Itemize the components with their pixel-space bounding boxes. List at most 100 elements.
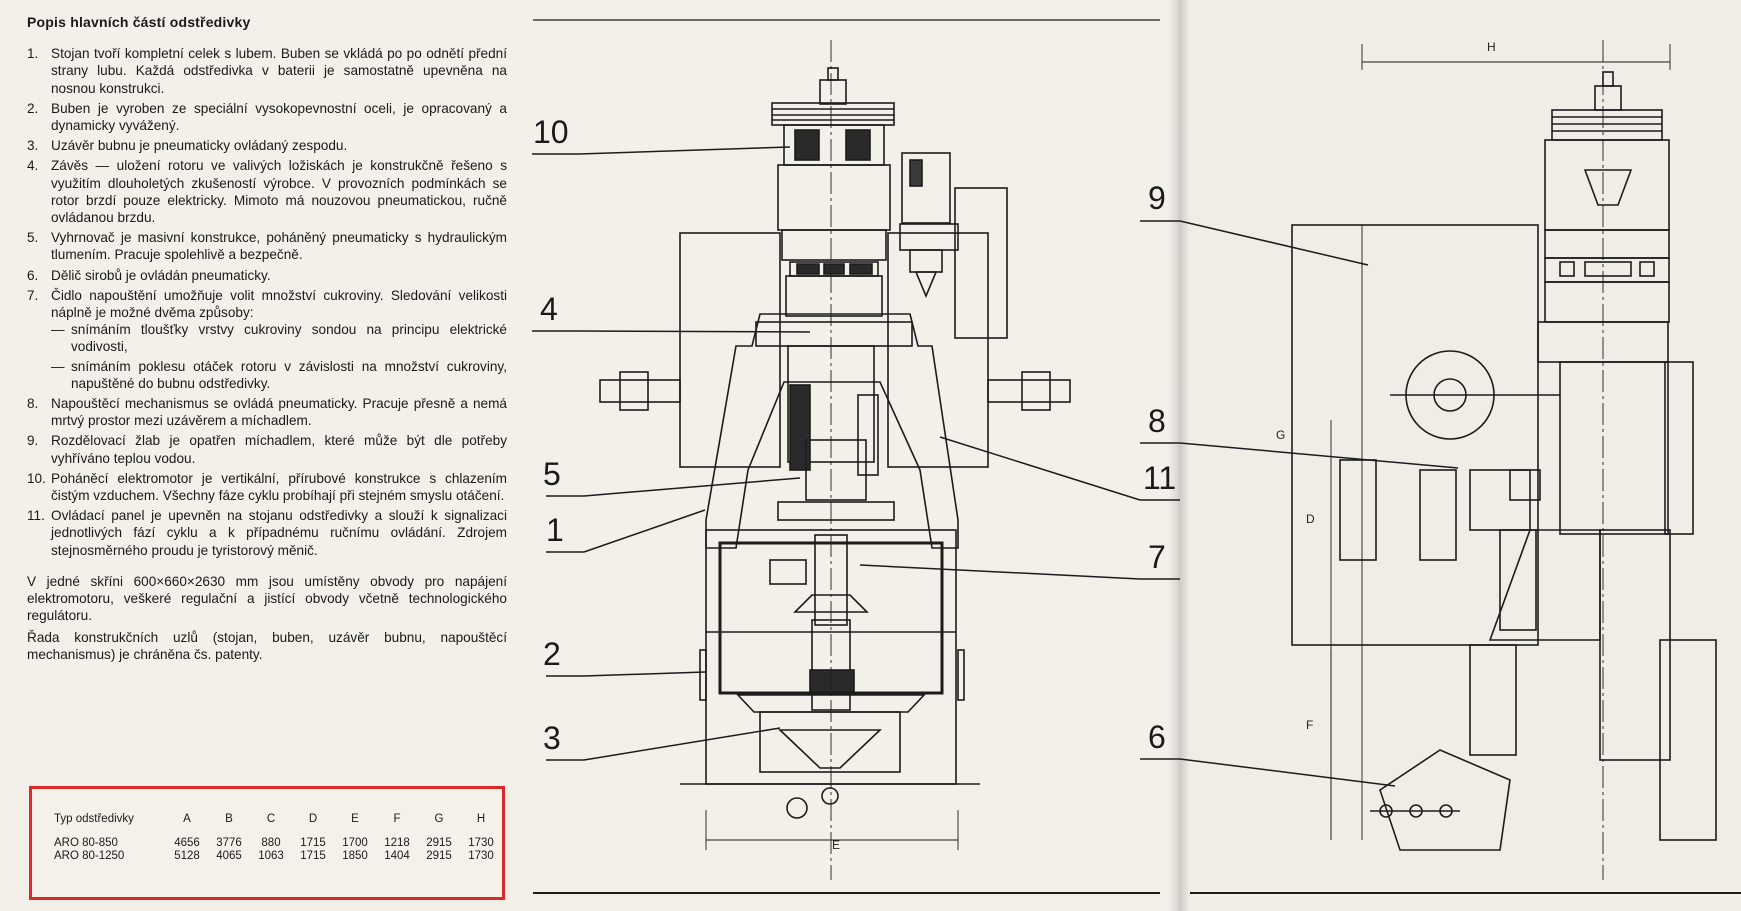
sub-item: —snímáním poklesu otáček rotoru v závisl… (51, 358, 507, 392)
description-column: Popis hlavních částí odstředivky 1. Stoja… (27, 14, 507, 663)
parts-list: 1. Stojan tvoří kompletní celek s lubem. … (27, 45, 507, 559)
part-text: Rozdělovací žlab je opatřen míchadlem, k… (51, 433, 507, 466)
part-number: 11. (27, 508, 45, 524)
part-number: 3. (27, 138, 39, 154)
part-text: Poháněcí elektromotor je vertikální, pří… (51, 470, 507, 504)
spec-cell: 5128 (174, 850, 200, 862)
side-lower-frame (1599, 529, 1671, 761)
spec-cell: 1850 (342, 850, 368, 862)
spec-header-row: Typ odstředivky A B C D E F G H (54, 813, 502, 837)
spec-cell: 1700 (342, 837, 368, 849)
callout-11: 11 (1143, 460, 1177, 496)
part-number: 1. (27, 46, 39, 62)
callout-1: 1 (546, 512, 564, 548)
casing-left (679, 232, 781, 468)
callout-6: 6 (1148, 719, 1166, 755)
syrup-separator (1379, 749, 1511, 851)
spec-header: A (183, 813, 191, 825)
patents-paragraph: Řada konstrukčních uzlů (stojan, buben, … (27, 629, 507, 662)
part-number: 6. (27, 267, 39, 283)
page-gutter (1168, 0, 1190, 911)
side-motor (1544, 139, 1670, 231)
part-number: 7. (27, 287, 39, 303)
sensing-methods-list: — snímáním tloušťky vrstvy cukroviny sond… (51, 321, 507, 392)
spec-cell: 1715 (300, 837, 326, 849)
side-casing (1291, 224, 1539, 646)
casing-right (887, 232, 989, 468)
part-text: Dělič sirobů je ovládán pneumaticky. (51, 267, 271, 283)
spec-cell: 2915 (426, 850, 452, 862)
dimension-label-d: D (1306, 512, 1315, 526)
dimension-label-f: F (1306, 718, 1314, 732)
motor-body (777, 164, 891, 231)
spec-cell: 1063 (258, 850, 284, 862)
dash-mark: — (51, 322, 65, 338)
spec-cell: 2915 (426, 837, 452, 849)
discharge-chute (1488, 529, 1601, 641)
front-view-centrifuge (599, 40, 1071, 880)
front-callout-leaders (532, 146, 811, 761)
sub-item: — snímáním tloušťky vrstvy cukroviny sond… (51, 321, 507, 355)
dimension-label-h: H (1487, 40, 1496, 54)
table-row: ARO 80-1250 5128 4065 1063 1715 1850 140… (54, 850, 502, 863)
part-text: Uzávěr bubnu je pneumaticky ovládaný zes… (51, 138, 348, 154)
part-item-3: 3. Uzávěr bubnu je pneumaticky ovládaný z… (27, 137, 507, 154)
side-frame-upper (1559, 361, 1669, 535)
spec-cell: 1715 (300, 850, 326, 862)
pneumatic-unit (901, 152, 951, 224)
part-text: Závěs — uložení rotoru ve valivých ložis… (51, 158, 507, 226)
spec-cell: 1404 (384, 850, 410, 862)
callout-7: 7 (1148, 539, 1166, 575)
main-frame (705, 313, 959, 549)
callout-10: 10 (533, 114, 569, 150)
callout-8: 8 (1148, 403, 1166, 439)
motor-cooling-fins (771, 102, 895, 126)
callout-3: 3 (543, 720, 561, 756)
part-text: Čidlo napouštění umožňuje volit množství… (51, 287, 507, 321)
part-number: 10. (27, 470, 46, 486)
part-item-8: 8. Napouštěcí mechanismus se ovládá pneum… (27, 395, 507, 429)
part-text: Napouštěcí mechanismus se ovládá pneumat… (51, 396, 507, 429)
spec-header: Typ odstředivky (54, 813, 134, 825)
spec-cell: 1730 (468, 837, 494, 849)
spec-cell: 880 (261, 837, 281, 849)
spec-cell: 1218 (384, 837, 410, 849)
sub-item-text: snímáním tloušťky vrstvy cukroviny sondo… (71, 322, 507, 355)
spec-cell: 4656 (174, 837, 200, 849)
part-item-10: 10. Poháněcí elektromotor je vertikální, … (27, 470, 507, 504)
dimension-label-e: E (832, 838, 841, 852)
dimension-label-g: G (1276, 428, 1286, 442)
spec-cell: 1730 (468, 850, 494, 862)
callout-4: 4 (540, 291, 558, 327)
spec-cell: ARO 80-850 (54, 837, 118, 849)
callout-9: 9 (1148, 180, 1166, 216)
part-item-11: 11. Ovládací panel je upevněn na stojanu … (27, 507, 507, 559)
callout-2: 2 (543, 636, 561, 672)
table-row: ARO 80-850 4656 3776 880 1715 1700 1218 … (54, 837, 502, 850)
part-number: 9. (27, 433, 39, 449)
part-item-4: 4.Závěs — uložení rotoru ve valivých lož… (27, 157, 507, 226)
dash-mark: — (51, 358, 65, 374)
spec-table-box: Typ odstředivky A B C D E F G H ARO 80-8… (29, 786, 505, 900)
spec-cell: 4065 (216, 850, 242, 862)
part-number: 5. (27, 230, 39, 246)
part-number: 8. (27, 396, 39, 412)
spec-header: G (434, 813, 444, 825)
control-cabinet-paragraph: V jedné skříni 600×660×2630 mm jsou umís… (27, 573, 507, 624)
spec-cell: ARO 80-1250 (54, 850, 125, 862)
section-heading: Popis hlavních částí odstředivky (27, 14, 251, 30)
spec-cell: 3776 (216, 837, 242, 849)
part-text: Stojan tvoří kompletní celek s lubem. Bu… (51, 46, 507, 96)
part-item-9: 9. Rozdělovací žlab je opatřen míchadlem,… (27, 432, 507, 466)
callout-5: 5 (543, 456, 561, 492)
spec-header: C (266, 813, 276, 825)
spec-header: B (225, 813, 233, 825)
part-text: Ovládací panel je upevněn na stojanu ods… (51, 508, 507, 558)
part-item-6: 6. Dělič sirobů je ovládán pneumaticky. (27, 267, 507, 284)
spec-table: Typ odstředivky A B C D E F G H ARO 80-8… (54, 813, 502, 863)
part-text: Vyhrnovač je masivní konstrukce, poháněn… (51, 230, 507, 263)
part-text: Buben je vyroben ze speciální vysokopevn… (51, 100, 507, 134)
part-number: 2. (27, 100, 39, 116)
part-item-1: 1. Stojan tvoří kompletní celek s lubem. … (27, 45, 507, 97)
